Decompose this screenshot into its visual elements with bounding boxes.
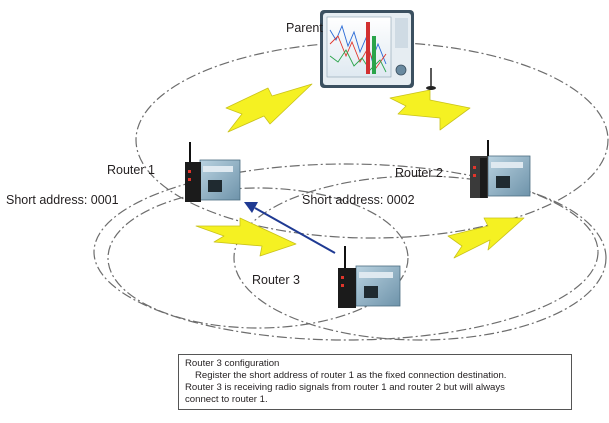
range-ring-router2 [233,175,607,341]
range-ring-parent [135,41,609,239]
router-device-icon [470,140,531,198]
note-title: Router 3 configuration [185,358,280,369]
configuration-note: Router 3 configuration Register the shor… [178,354,572,410]
router-device-icon [185,142,241,202]
wireless-lightning-icon [195,217,297,257]
range-ring-router1 [107,187,409,329]
wireless-lightning-icon [225,83,313,133]
router-device-icon [338,246,401,308]
antenna-icon [426,68,436,90]
router1-label: Router 1 [107,163,155,177]
note-line-1: Register the short address of router 1 a… [195,370,507,381]
short-address-router2: Short address: 0002 [302,193,415,207]
wireless-lightning-icon [447,217,525,259]
recorder-device-icon [320,10,414,88]
router2-label: Router 2 [395,166,443,180]
short-address-router1: Short address: 0001 [6,193,119,207]
wireless-lightning-icon [389,89,471,131]
note-line-3: connect to router 1. [185,394,268,405]
fixed-connection-arrow [244,202,336,254]
range-ring-router3 [93,163,599,341]
router3-label: Router 3 [252,273,300,287]
note-line-2: Router 3 is receiving radio signals from… [185,382,505,393]
parent-label: Parent [286,21,323,35]
